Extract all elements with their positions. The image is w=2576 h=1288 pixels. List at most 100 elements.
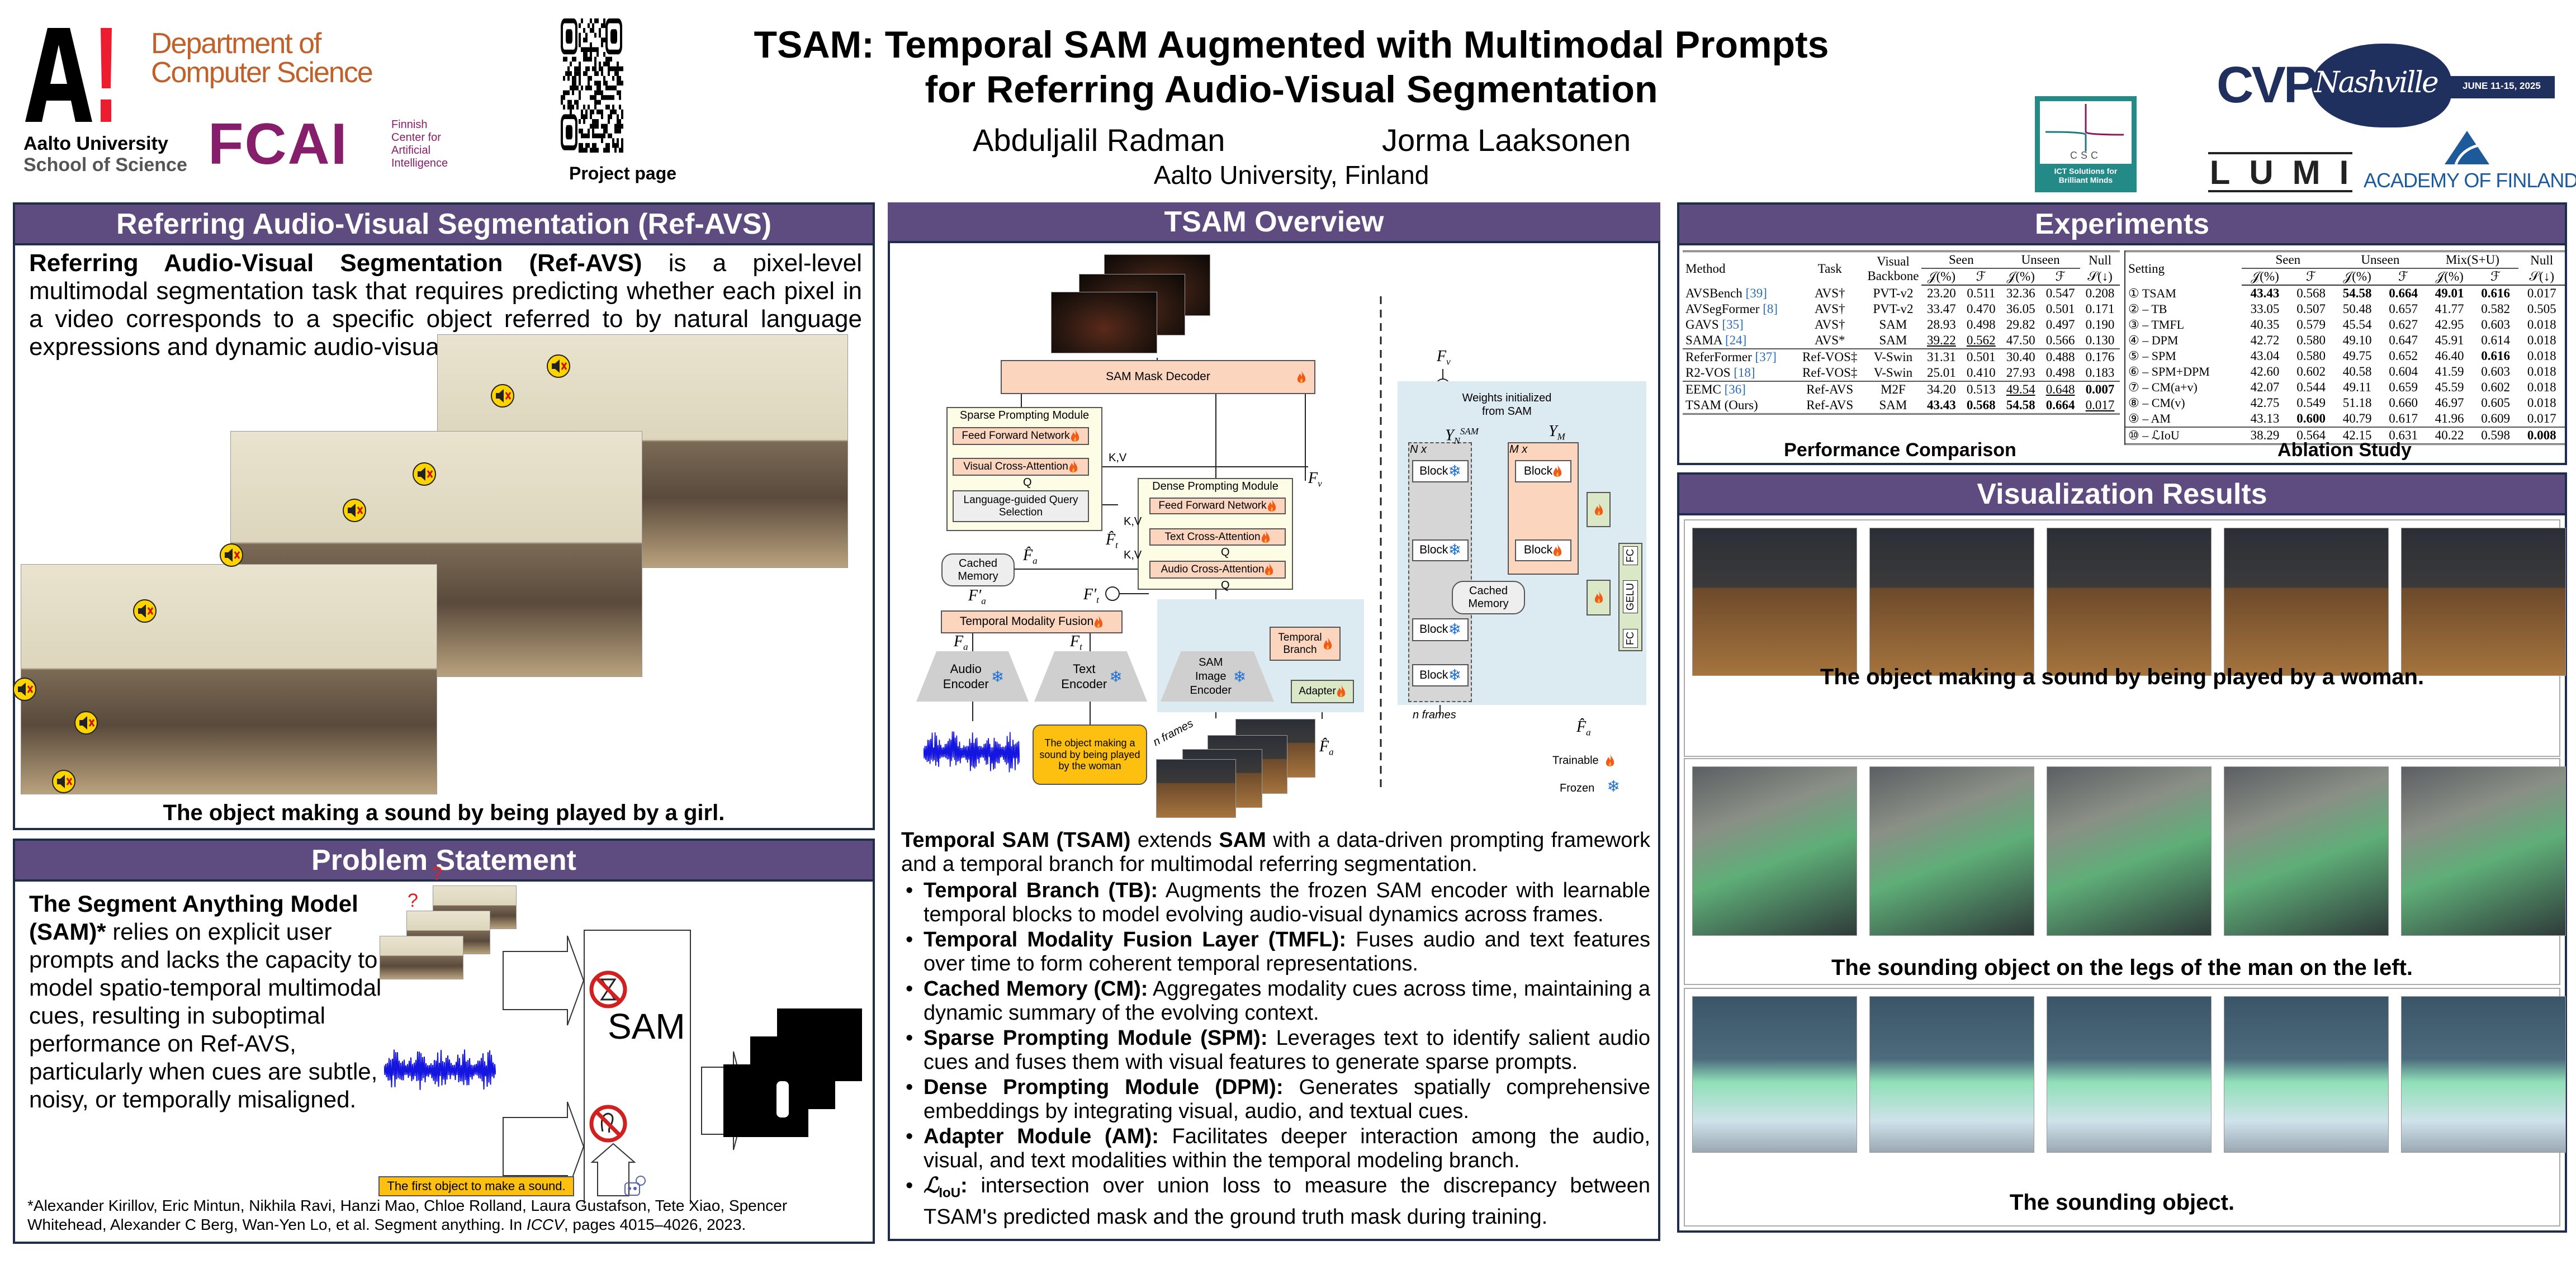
table-cell: 0.647 bbox=[2380, 333, 2427, 348]
overview-intro: Temporal SAM (TSAM) extends SAM with a d… bbox=[901, 828, 1650, 877]
table-cell: 46.40 bbox=[2426, 348, 2473, 364]
fc-layer: FC bbox=[1623, 546, 1638, 565]
ft-prime-symbol: F′t bbox=[1083, 586, 1099, 606]
table-cell: 45.59 bbox=[2426, 380, 2473, 395]
audio-cross-attention: Audio Cross-Attention bbox=[1149, 561, 1286, 579]
table-cell: 0.498 bbox=[2040, 365, 2080, 381]
table-cell: 42.60 bbox=[2242, 364, 2288, 380]
nx-label: N x bbox=[1410, 443, 1427, 456]
table-cell: 0.648 bbox=[2040, 381, 2080, 397]
table-cell: AVS† bbox=[1795, 285, 1864, 301]
citation-link[interactable]: [24] bbox=[1725, 333, 1746, 347]
component-term: Dense Prompting Module (DPM): bbox=[924, 1076, 1284, 1099]
kv-label: K,V bbox=[1124, 515, 1142, 528]
component-term: Temporal Modality Fusion Layer (TMFL): bbox=[924, 928, 1346, 951]
block-label: Block bbox=[1524, 465, 1552, 478]
table-cell: 0.568 bbox=[2288, 285, 2334, 301]
result-frame bbox=[2401, 528, 2566, 676]
ft-hat-symbol: F̂t bbox=[1106, 531, 1118, 551]
citation-link[interactable]: [36] bbox=[1725, 382, 1746, 396]
table-cell: SAM bbox=[1864, 397, 1921, 414]
table-cell: 40.35 bbox=[2242, 317, 2288, 333]
table-row: GAVS [35]AVS†SAM28.930.49829.820.4970.19… bbox=[1683, 317, 2120, 333]
citation-link[interactable]: [8] bbox=[1763, 302, 1778, 316]
adapter-block bbox=[1587, 580, 1611, 615]
fa-symbol: Fa bbox=[954, 633, 968, 653]
table-cell: Ref-VOS‡ bbox=[1795, 349, 1864, 365]
component-item: Adapter Module (AM): Facilitates deeper … bbox=[901, 1125, 1650, 1173]
setting-number: ⑥ bbox=[2128, 364, 2139, 378]
component-term: Cached Memory (CM): bbox=[924, 977, 1148, 1001]
frozen-block: Block ❄ bbox=[1412, 539, 1469, 561]
col-unseen: Unseen bbox=[2001, 252, 2080, 269]
table-row: R2-VOS [18]Ref-VOS‡V-Swin25.010.41027.93… bbox=[1683, 365, 2120, 381]
gelu-layer: GELU bbox=[1623, 580, 1638, 613]
table-cell: 43.13 bbox=[2242, 411, 2288, 427]
col-mix: Mix(S+U) bbox=[2426, 252, 2518, 269]
frozen-snowflake-icon: ❄ bbox=[991, 667, 1004, 686]
frozen-snowflake-icon: ❄ bbox=[1448, 462, 1461, 480]
temporal-branch-label: Temporal Branch bbox=[1278, 632, 1323, 656]
component-item: Sparse Prompting Module (SPM): Leverages… bbox=[901, 1026, 1650, 1074]
trainable-flame-icon bbox=[1552, 543, 1562, 558]
table-cell: 49.11 bbox=[2334, 380, 2380, 395]
table-cell: 51.18 bbox=[2334, 395, 2380, 411]
trainable-flame-icon bbox=[1323, 637, 1333, 651]
table-cell: 40.58 bbox=[2334, 364, 2380, 380]
setting-name: – TMFL bbox=[2142, 318, 2184, 332]
input-frame-stack bbox=[1156, 759, 1236, 818]
audio-encoder-label: Audio Encoder bbox=[941, 661, 991, 692]
result-frame bbox=[2401, 766, 2566, 936]
table-cell: 0.018 bbox=[2518, 380, 2565, 395]
kv-label: K,V bbox=[1124, 549, 1142, 562]
setting-number: ③ bbox=[2128, 318, 2139, 332]
citation-link[interactable]: [37] bbox=[1755, 350, 1777, 364]
method-name: SAMA bbox=[1685, 333, 1722, 347]
table-cell: 0.176 bbox=[2080, 349, 2120, 365]
component-term: ℒIoU: bbox=[924, 1174, 968, 1197]
frozen-snowflake-icon: ❄ bbox=[1448, 666, 1461, 684]
method-name: EEMC bbox=[1685, 382, 1721, 396]
citation-link[interactable]: [35] bbox=[1722, 318, 1743, 332]
table-cell: 0.602 bbox=[2288, 364, 2334, 380]
trainable-flame-icon bbox=[1552, 464, 1562, 479]
table-cell: 0.609 bbox=[2473, 411, 2519, 427]
table-cell: AVS† bbox=[1795, 301, 1864, 317]
table-cell: 31.31 bbox=[1921, 349, 1961, 365]
table-cell: 0.664 bbox=[2040, 397, 2080, 414]
setting-number: ④ bbox=[2128, 333, 2139, 347]
col-null: Null bbox=[2518, 252, 2565, 269]
table-cell: 0.017 bbox=[2518, 411, 2565, 427]
temporal-modality-fusion: Temporal Modality Fusion bbox=[941, 610, 1123, 633]
visualization-title: Visualization Results bbox=[1679, 475, 2565, 515]
col-task: Task bbox=[1795, 252, 1864, 286]
citation-link[interactable]: [39] bbox=[1746, 286, 1767, 300]
adapter-label: Adapter bbox=[1299, 685, 1336, 698]
component-item: Cached Memory (CM): Aggregates modality … bbox=[901, 977, 1650, 1025]
text-cross-attention: Text Cross-Attention bbox=[1149, 528, 1286, 546]
table-cell: 0.511 bbox=[1961, 285, 2001, 301]
table-cell: 0.208 bbox=[2080, 285, 2120, 301]
table-cell: 42.75 bbox=[2242, 395, 2288, 411]
table-row: AVSegFormer [8]AVS†PVT-v233.470.47036.05… bbox=[1683, 301, 2120, 317]
component-description: intersection over union loss to measure … bbox=[924, 1174, 1650, 1229]
table-cell: 0.657 bbox=[2380, 301, 2427, 317]
ym-symbol: YM bbox=[1549, 423, 1565, 446]
table-cell: 34.20 bbox=[1921, 381, 1961, 397]
dpm-label: Dense Prompting Module bbox=[1152, 480, 1278, 493]
sum-node-icon bbox=[1106, 587, 1119, 600]
trainable-block: Block bbox=[1515, 460, 1571, 482]
table-row: ④ – DPM42.720.58049.100.64745.910.6140.0… bbox=[2125, 333, 2565, 348]
citation-link[interactable]: [18] bbox=[1734, 366, 1755, 380]
overview-description: Temporal SAM (TSAM) extends SAM with a d… bbox=[901, 828, 1650, 1230]
trainable-flame-icon bbox=[1605, 754, 1615, 768]
table-cell: 45.54 bbox=[2334, 317, 2380, 333]
experiments-title: Experiments bbox=[1679, 205, 2565, 245]
frozen-snowflake-icon: ❄ bbox=[1448, 541, 1461, 559]
mask-decoder-label: SAM Mask Decoder bbox=[1106, 370, 1210, 383]
table-cell: 0.549 bbox=[2288, 395, 2334, 411]
col-f: ℱ bbox=[1961, 268, 2001, 285]
legend-frozen-label: Frozen bbox=[1560, 782, 1594, 794]
trainable-flame-icon bbox=[1070, 429, 1080, 443]
adapter-block bbox=[1587, 492, 1611, 527]
